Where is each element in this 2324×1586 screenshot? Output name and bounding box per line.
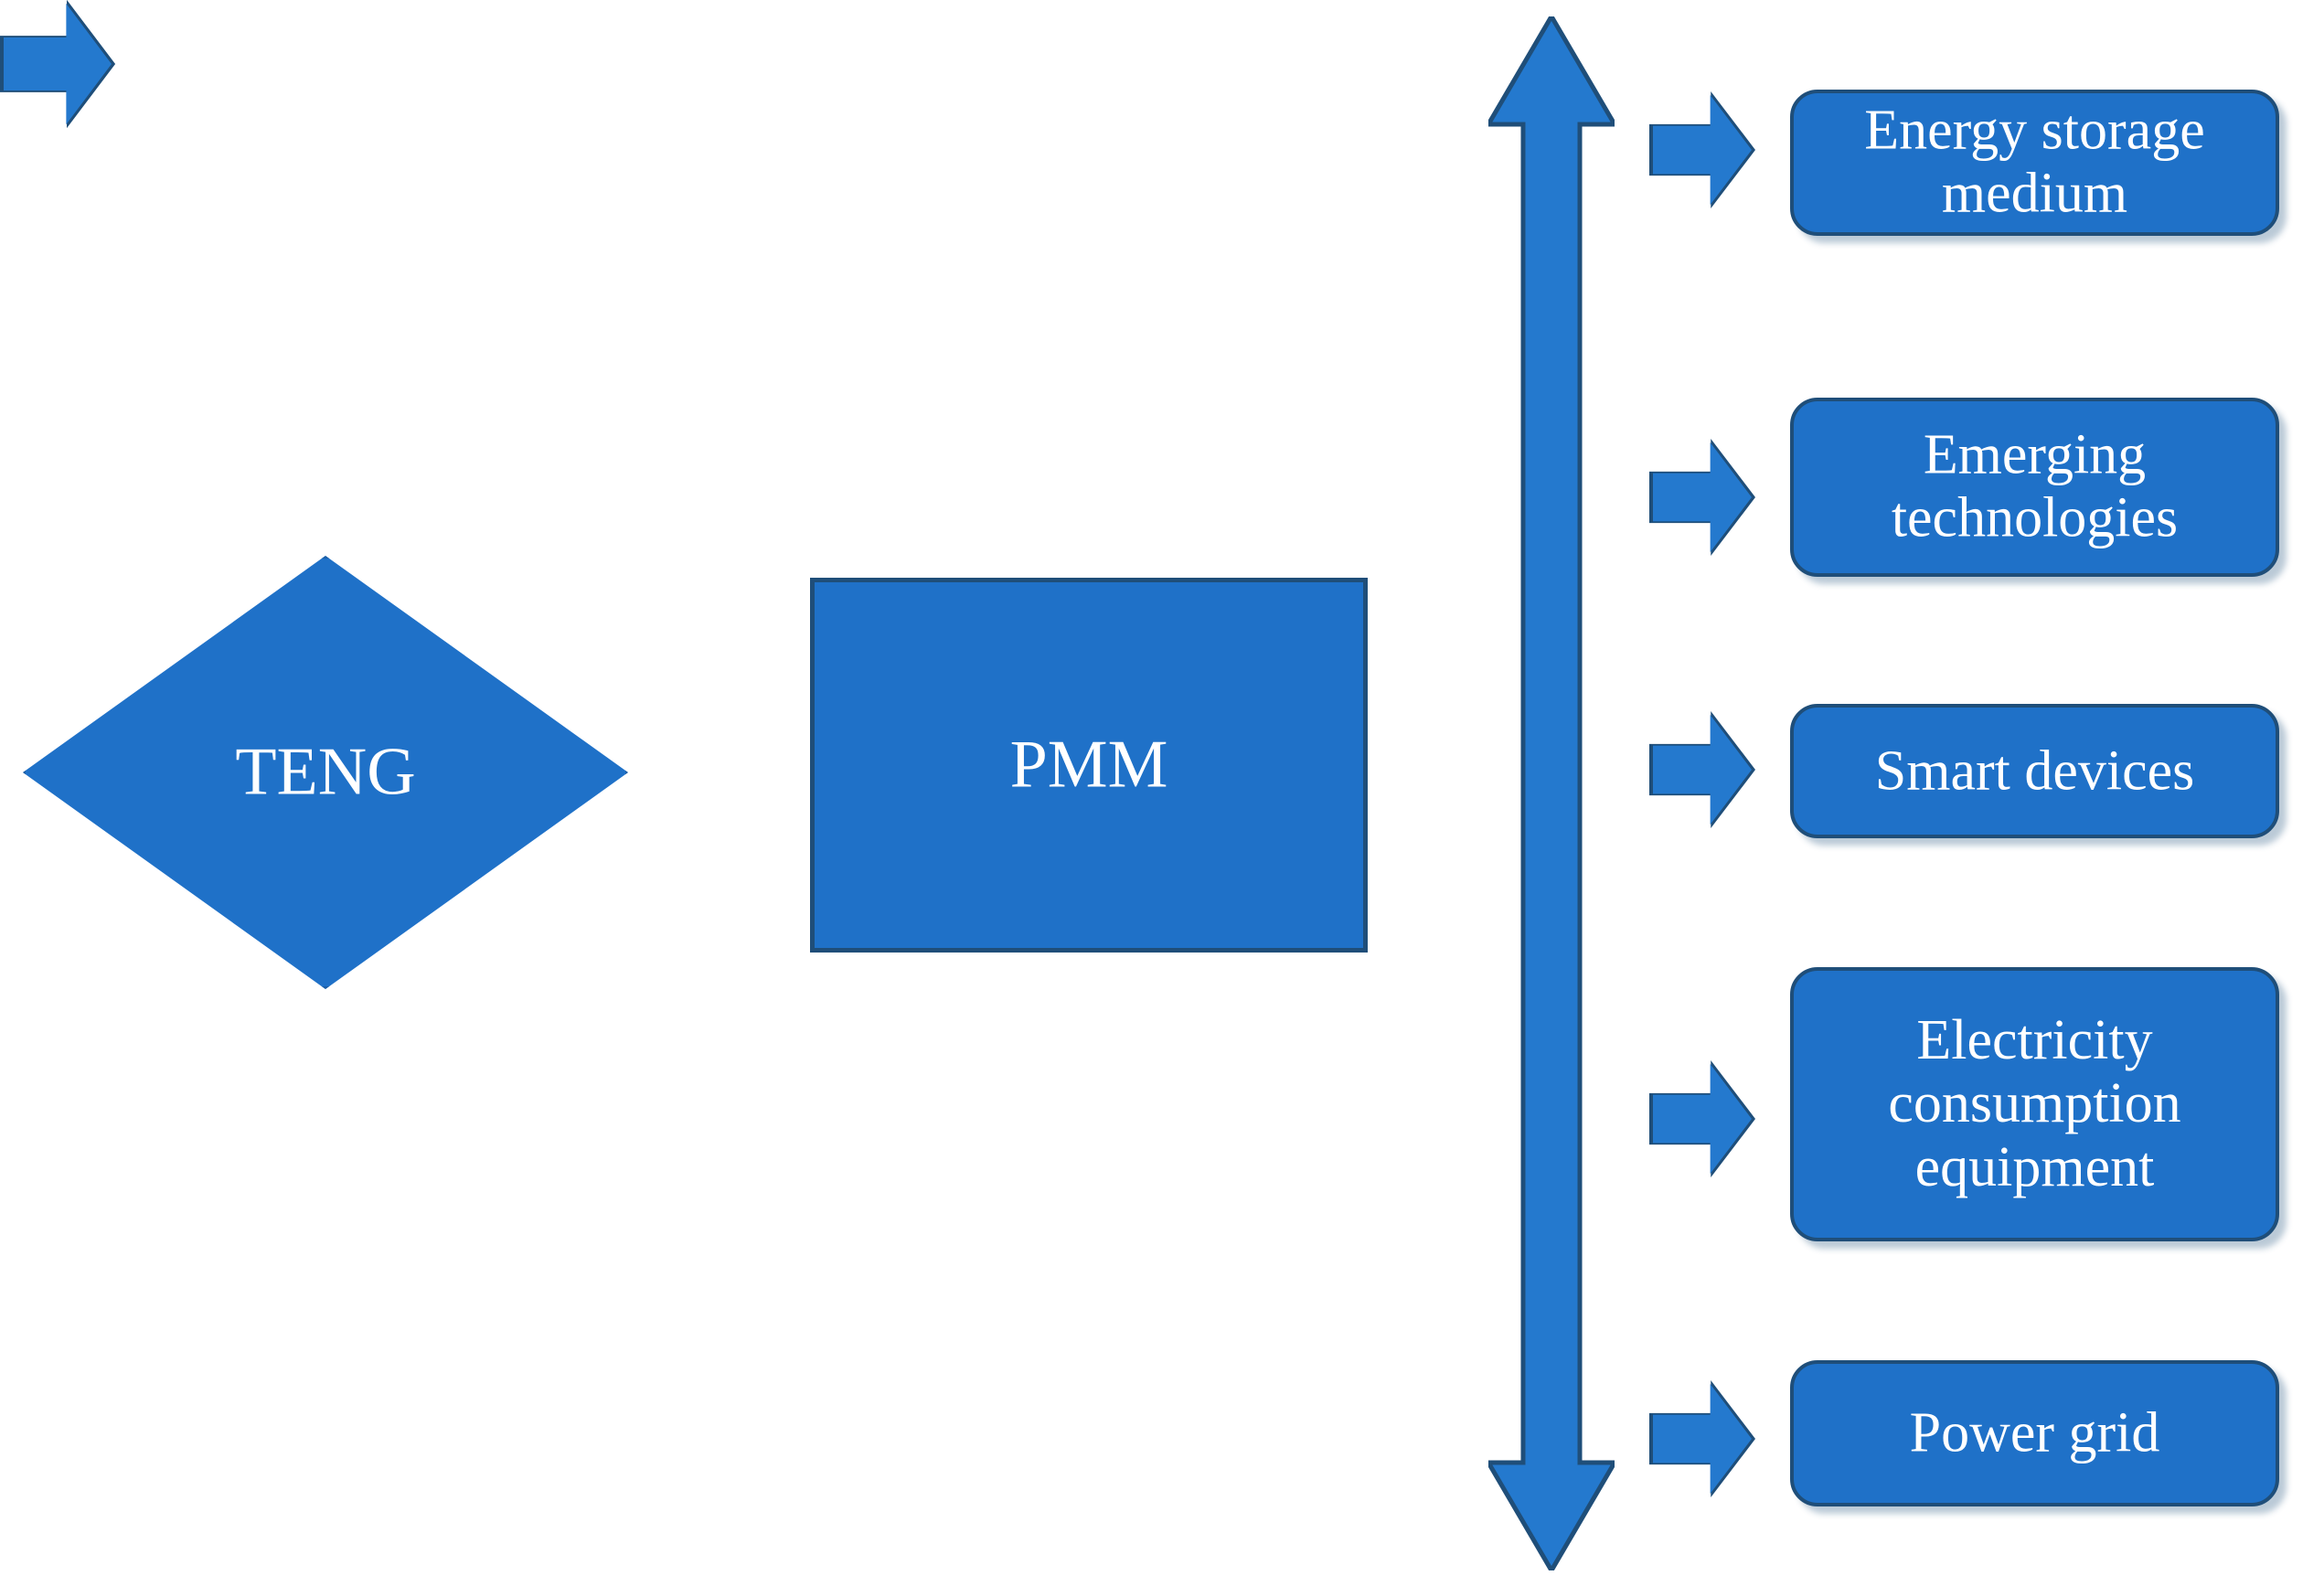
output-node-label: Energy storage medium [1864,99,2205,225]
pmm-node[interactable]: PMM [810,578,1368,953]
branch-arrow-power-grid-icon [1649,1380,1755,1497]
output-node-emerging-technologies[interactable]: Emerging technologies [1790,398,2279,577]
output-node-label: Electricity consumption equipment [1888,1008,2181,1198]
vertical-double-arrow-icon [1484,12,1619,1575]
output-node-label: Emerging technologies [1891,423,2179,549]
teng-node[interactable]: TENG [23,556,628,989]
branch-arrow-emerging-technologies-icon [1649,439,1755,556]
branch-arrow-smart-devices-icon [1649,711,1755,828]
arrow-fill [1653,1064,1752,1174]
diamond-shape [23,556,628,989]
branch-arrow-energy-storage-medium-icon [1649,91,1755,208]
arrow-fill [1653,1384,1752,1494]
arrow-fill [1653,95,1752,205]
arrow-fill [1653,442,1752,552]
pmm-node-label: PMM [1009,727,1168,803]
branch-arrow-electricity-consumption-equipment-icon [1649,1060,1755,1177]
output-node-energy-storage-medium[interactable]: Energy storage medium [1790,90,2279,236]
output-node-electricity-consumption-equipment[interactable]: Electricity consumption equipment [1790,967,2279,1241]
output-node-label: Power grid [1909,1401,2160,1464]
output-node-smart-devices[interactable]: Smart devices [1790,704,2279,838]
arrow-fill [1653,715,1752,825]
output-node-power-grid[interactable]: Power grid [1790,1360,2279,1506]
output-node-label: Smart devices [1874,739,2195,802]
arrow-pmm-to-bus-icon [0,0,115,256]
